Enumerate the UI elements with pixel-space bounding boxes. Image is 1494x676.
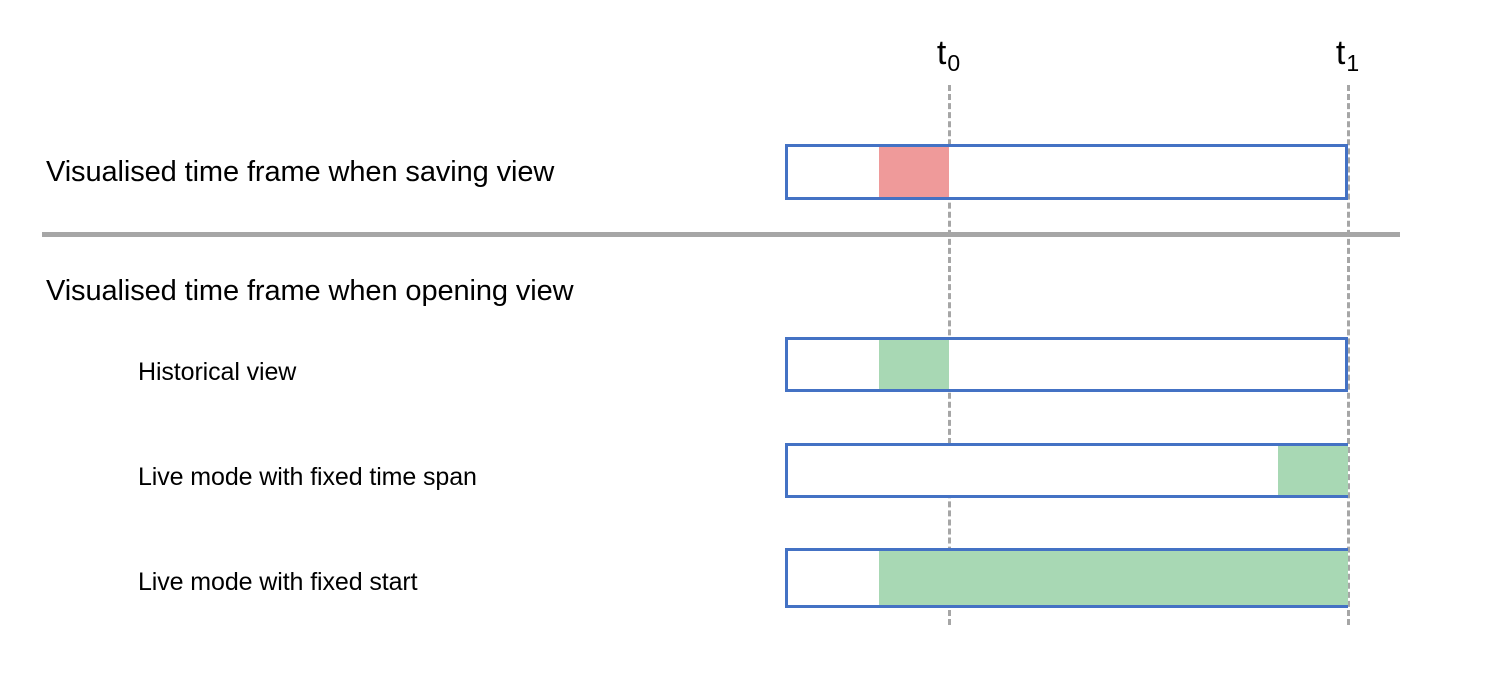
timeline-fill-live-mode-fixed-time-span	[1278, 446, 1348, 495]
tick-label-t0: t0	[936, 34, 960, 75]
timeline-fill-live-mode-fixed-start	[879, 551, 1348, 605]
timeline-fill-historical-view	[879, 340, 949, 389]
section-label-opening-view: Visualised time frame when opening view	[46, 275, 574, 307]
tick-label-t0-subscript: 0	[947, 50, 961, 76]
timeline-bar-saving-view	[785, 144, 1348, 200]
timeline-bar-historical-view	[785, 337, 1348, 392]
timeline-bar-live-mode-fixed-start	[785, 548, 1348, 608]
tick-line-t1	[1347, 85, 1350, 625]
tick-label-t0-base: t	[936, 34, 947, 72]
tick-label-t1-base: t	[1335, 34, 1346, 72]
row-label-live-mode-fixed-time-span: Live mode with fixed time span	[138, 463, 477, 491]
timeline-bar-live-mode-fixed-time-span	[785, 443, 1348, 498]
tick-label-t1-subscript: 1	[1346, 50, 1360, 76]
section-divider	[42, 232, 1400, 237]
row-label-historical-view: Historical view	[138, 358, 297, 386]
tick-label-t1: t1	[1335, 34, 1359, 75]
section-label-saving-view: Visualised time frame when saving view	[46, 156, 555, 188]
timeline-fill-saved-range	[879, 147, 949, 197]
row-label-live-mode-fixed-start: Live mode with fixed start	[138, 568, 418, 596]
